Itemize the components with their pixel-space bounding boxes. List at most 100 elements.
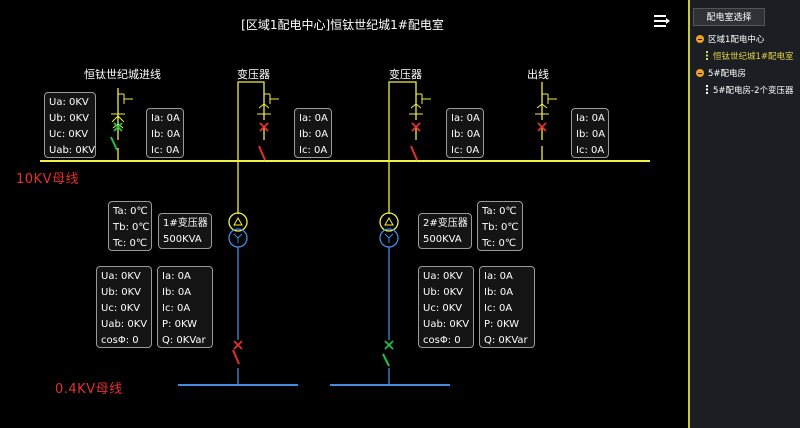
reading-uc: Uc: 0KV	[49, 129, 89, 140]
incoming-feeder-graphic	[110, 88, 133, 161]
reading-uab: Uab: 0KV	[49, 145, 96, 156]
feeder-label-transformer-2: 变压器	[389, 68, 422, 81]
transformer-1-feeder-graphic	[237, 81, 279, 214]
tree-item-label: 区域1配电中心	[708, 35, 765, 45]
reading-ub: Ub: 0KV	[49, 113, 89, 124]
reading-reactive-power: Q: 0KVar	[484, 335, 528, 346]
reading-ib: Ib: 0A	[162, 287, 192, 298]
tree-item-label: 5#配电房-2个变压器	[713, 86, 794, 96]
reading-ub: Ub: 0KV	[101, 287, 141, 298]
single-line-diagram: [区域1配电中心]恒钛世纪城1#配电室 恒钛世纪城进线 变压器 变压器 出线 1…	[16, 14, 670, 397]
reading-ta: Ta: 0℃	[482, 206, 517, 217]
reading-tb: Tb: 0℃	[482, 222, 519, 233]
reading-ib: Ib: 0A	[151, 129, 181, 140]
reading-tc: Tc: 0℃	[113, 238, 148, 249]
reading-reactive-power: Q: 0KVar	[162, 335, 206, 346]
outgoing-feeder-graphic	[535, 82, 557, 161]
tree-item-room-1[interactable]: 恒钛世纪城1#配电室	[706, 50, 794, 62]
transformer-2-nameplate: 2#变压器 500KVA	[418, 213, 472, 249]
transformer-2-hv-breaker-open[interactable]	[410, 145, 418, 161]
lv-1-breaker-mark	[233, 340, 243, 350]
transformer-1-hv-breaker-open[interactable]	[258, 145, 266, 161]
reading-tc: Tc: 0℃	[482, 238, 517, 249]
transformer-1-breaker-mark	[259, 122, 269, 132]
tree-item-room-5-transformers[interactable]: 5#配电房-2个变压器	[706, 84, 794, 96]
reading-active-power: P: 0KW	[162, 319, 198, 330]
tree-item-label: 恒钛世纪城1#配电室	[713, 52, 794, 62]
reading-power-factor: cosΦ: 0	[423, 335, 461, 346]
transformer-capacity: 500KVA	[423, 234, 462, 245]
transformer-1-lv-voltage-readout: Ua: 0KV Ub: 0KV Uc: 0KV Uab: 0KV cosΦ: 0	[96, 266, 152, 348]
reading-power-factor: cosΦ: 0	[101, 335, 139, 346]
lv-2-breaker-closed[interactable]	[382, 353, 390, 367]
reading-ua: Ua: 0KV	[423, 271, 463, 282]
hv-bus-label: 10KV母线	[16, 172, 79, 187]
reading-active-power: P: 0KW	[484, 319, 520, 330]
reading-ib: Ib: 0A	[576, 129, 606, 140]
transformer-name: 1#变压器	[163, 218, 208, 229]
reading-ta: Ta: 0℃	[113, 206, 148, 217]
reading-ia: Ia: 0A	[162, 271, 191, 282]
tree-item-region-1[interactable]: 区域1配电中心	[696, 33, 764, 45]
page-title: [区域1配电中心]恒钛世纪城1#配电室	[241, 18, 444, 32]
room-selector-header: 配电室选择	[693, 8, 765, 26]
reading-ic: Ic: 0A	[299, 145, 328, 156]
reading-uc: Uc: 0KV	[423, 303, 463, 314]
transformer-2-symbol[interactable]	[379, 212, 399, 248]
reading-uab: Uab: 0KV	[101, 319, 148, 330]
feeder-label-incoming: 恒钛世纪城进线	[84, 68, 161, 81]
outgoing-breaker-mark	[537, 122, 547, 132]
transformer-2-breaker-mark	[411, 122, 421, 132]
tree-item-label: 5#配电房	[708, 69, 747, 79]
tree-dots-icon	[706, 51, 708, 60]
transformer-2-lv-power-readout: Ia: 0A Ib: 0A Ic: 0A P: 0KW Q: 0KVar	[479, 266, 535, 348]
reading-ua: Ua: 0KV	[49, 97, 89, 108]
incoming-breaker-closed[interactable]	[110, 136, 118, 151]
room-selector-panel: 配电室选择 区域1配电中心 恒钛世纪城1#配电室 5#配电房 5#配电房-2个变…	[688, 0, 800, 428]
menu-icon[interactable]	[654, 14, 670, 28]
reading-ic: Ic: 0A	[484, 303, 513, 314]
reading-ia: Ia: 0A	[451, 113, 480, 124]
reading-uc: Uc: 0KV	[101, 303, 141, 314]
transformer-2-temperature-readout: Ta: 0℃ Tb: 0℃ Tc: 0℃	[477, 201, 523, 251]
reading-ia: Ia: 0A	[151, 113, 180, 124]
reading-ub: Ub: 0KV	[423, 287, 463, 298]
incoming-voltage-readout: Ua: 0KV Ub: 0KV Uc: 0KV Uab: 0KV	[44, 92, 96, 158]
lv-2-breaker-mark	[384, 340, 394, 350]
incoming-breaker-mark	[113, 122, 123, 132]
transformer-1-nameplate: 1#变压器 500KVA	[158, 213, 212, 249]
reading-ia: Ia: 0A	[299, 113, 328, 124]
diagram-canvas	[40, 81, 650, 386]
incoming-current-readout: Ia: 0A Ib: 0A Ic: 0A	[146, 108, 184, 158]
transformer-capacity: 500KVA	[163, 234, 202, 245]
transformer-1-hv-current-readout: Ia: 0A Ib: 0A Ic: 0A	[294, 108, 332, 158]
feeder-label-outgoing: 出线	[527, 68, 549, 81]
reading-ib: Ib: 0A	[299, 129, 329, 140]
reading-ia: Ia: 0A	[576, 113, 605, 124]
transformer-2-feeder-graphic	[388, 81, 431, 214]
outgoing-current-readout: Ia: 0A Ib: 0A Ic: 0A	[571, 108, 609, 158]
transformer-1-temperature-readout: Ta: 0℃ Tb: 0℃ Tc: 0℃	[108, 201, 152, 251]
feeder-label-transformer-1: 变压器	[237, 68, 270, 81]
tree-dots-icon	[706, 85, 708, 94]
lv-1-breaker-open[interactable]	[232, 349, 240, 365]
transformer-2-hv-current-readout: Ia: 0A Ib: 0A Ic: 0A	[446, 108, 484, 158]
tree-item-room-5[interactable]: 5#配电房	[696, 67, 746, 79]
reading-ia: Ia: 0A	[484, 271, 513, 282]
reading-tb: Tb: 0℃	[113, 222, 150, 233]
reading-ib: Ib: 0A	[451, 129, 481, 140]
collapse-icon[interactable]	[696, 69, 704, 77]
transformer-1-symbol[interactable]	[228, 212, 248, 248]
transformer-2-lv-voltage-readout: Ua: 0KV Ub: 0KV Uc: 0KV Uab: 0KV cosΦ: 0	[418, 266, 474, 348]
reading-uab: Uab: 0KV	[423, 319, 470, 330]
reading-ic: Ic: 0A	[576, 145, 605, 156]
lv-bus-label: 0.4KV母线	[55, 382, 123, 397]
transformer-1-lv-power-readout: Ia: 0A Ib: 0A Ic: 0A P: 0KW Q: 0KVar	[157, 266, 213, 348]
reading-ic: Ic: 0A	[451, 145, 480, 156]
reading-ic: Ic: 0A	[151, 145, 180, 156]
transformer-name: 2#变压器	[423, 218, 468, 229]
collapse-icon[interactable]	[696, 35, 704, 43]
reading-ua: Ua: 0KV	[101, 271, 141, 282]
reading-ic: Ic: 0A	[162, 303, 191, 314]
reading-ib: Ib: 0A	[484, 287, 514, 298]
